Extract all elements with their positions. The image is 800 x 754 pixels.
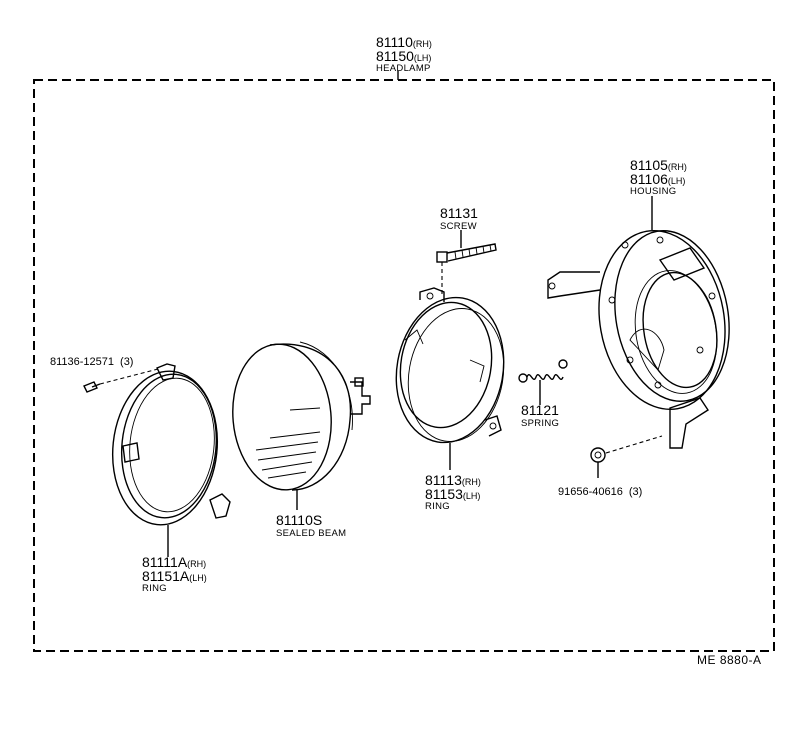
inner-ring-part (395, 287, 505, 470)
svg-text:HEADLAMP: HEADLAMP (376, 63, 431, 74)
svg-text:81110S: 81110S (276, 512, 322, 528)
svg-text:HOUSING: HOUSING (630, 186, 676, 197)
svg-text:81110(RH): 81110(RH) (376, 34, 432, 50)
spring-part (518, 359, 568, 405)
outer-ring-part (111, 363, 231, 557)
svg-text:81113(RH): 81113(RH) (425, 472, 481, 488)
svg-text:SEALED BEAM: SEALED BEAM (276, 528, 346, 539)
small-screw-label: 81136-12571(3) (50, 356, 133, 368)
screw-label: 81131 SCREW (440, 205, 478, 232)
housing-label: 81105(RH) 81106(LH) HOUSING (630, 157, 687, 197)
outer-ring-label: 81111A(RH) 81151A(LH) RING (142, 554, 207, 594)
svg-text:SCREW: SCREW (440, 221, 477, 232)
inner-ring-label: 81113(RH) 81153(LH) RING (425, 472, 481, 512)
svg-text:81105(RH): 81105(RH) (630, 157, 687, 173)
nut-label: 91656-40616(3) (558, 486, 642, 498)
nut-part (590, 435, 663, 478)
spring-label: 81121 SPRING (521, 402, 559, 429)
svg-text:81153(LH): 81153(LH) (425, 486, 480, 502)
assembly-frame (33, 79, 775, 652)
svg-text:81150(LH): 81150(LH) (376, 48, 431, 64)
sealed-beam-part (232, 341, 371, 510)
drawing-code: ME 8880-A (697, 653, 762, 667)
housing-part (547, 196, 730, 449)
svg-text:81111A(RH): 81111A(RH) (142, 554, 206, 570)
svg-text:RING: RING (142, 583, 167, 594)
sealed-beam-label: 81110S SEALED BEAM (276, 512, 346, 539)
headlamp-label: 81110(RH) 81150(LH) HEADLAMP (376, 34, 432, 74)
svg-text:81131: 81131 (440, 205, 478, 221)
svg-text:81106(LH): 81106(LH) (630, 171, 685, 187)
svg-text:RING: RING (425, 501, 450, 512)
small-screw-part (83, 368, 159, 393)
svg-text:SPRING: SPRING (521, 418, 559, 429)
svg-text:81121: 81121 (521, 402, 559, 418)
screw-part (436, 230, 497, 296)
svg-text:81151A(LH): 81151A(LH) (142, 568, 207, 584)
